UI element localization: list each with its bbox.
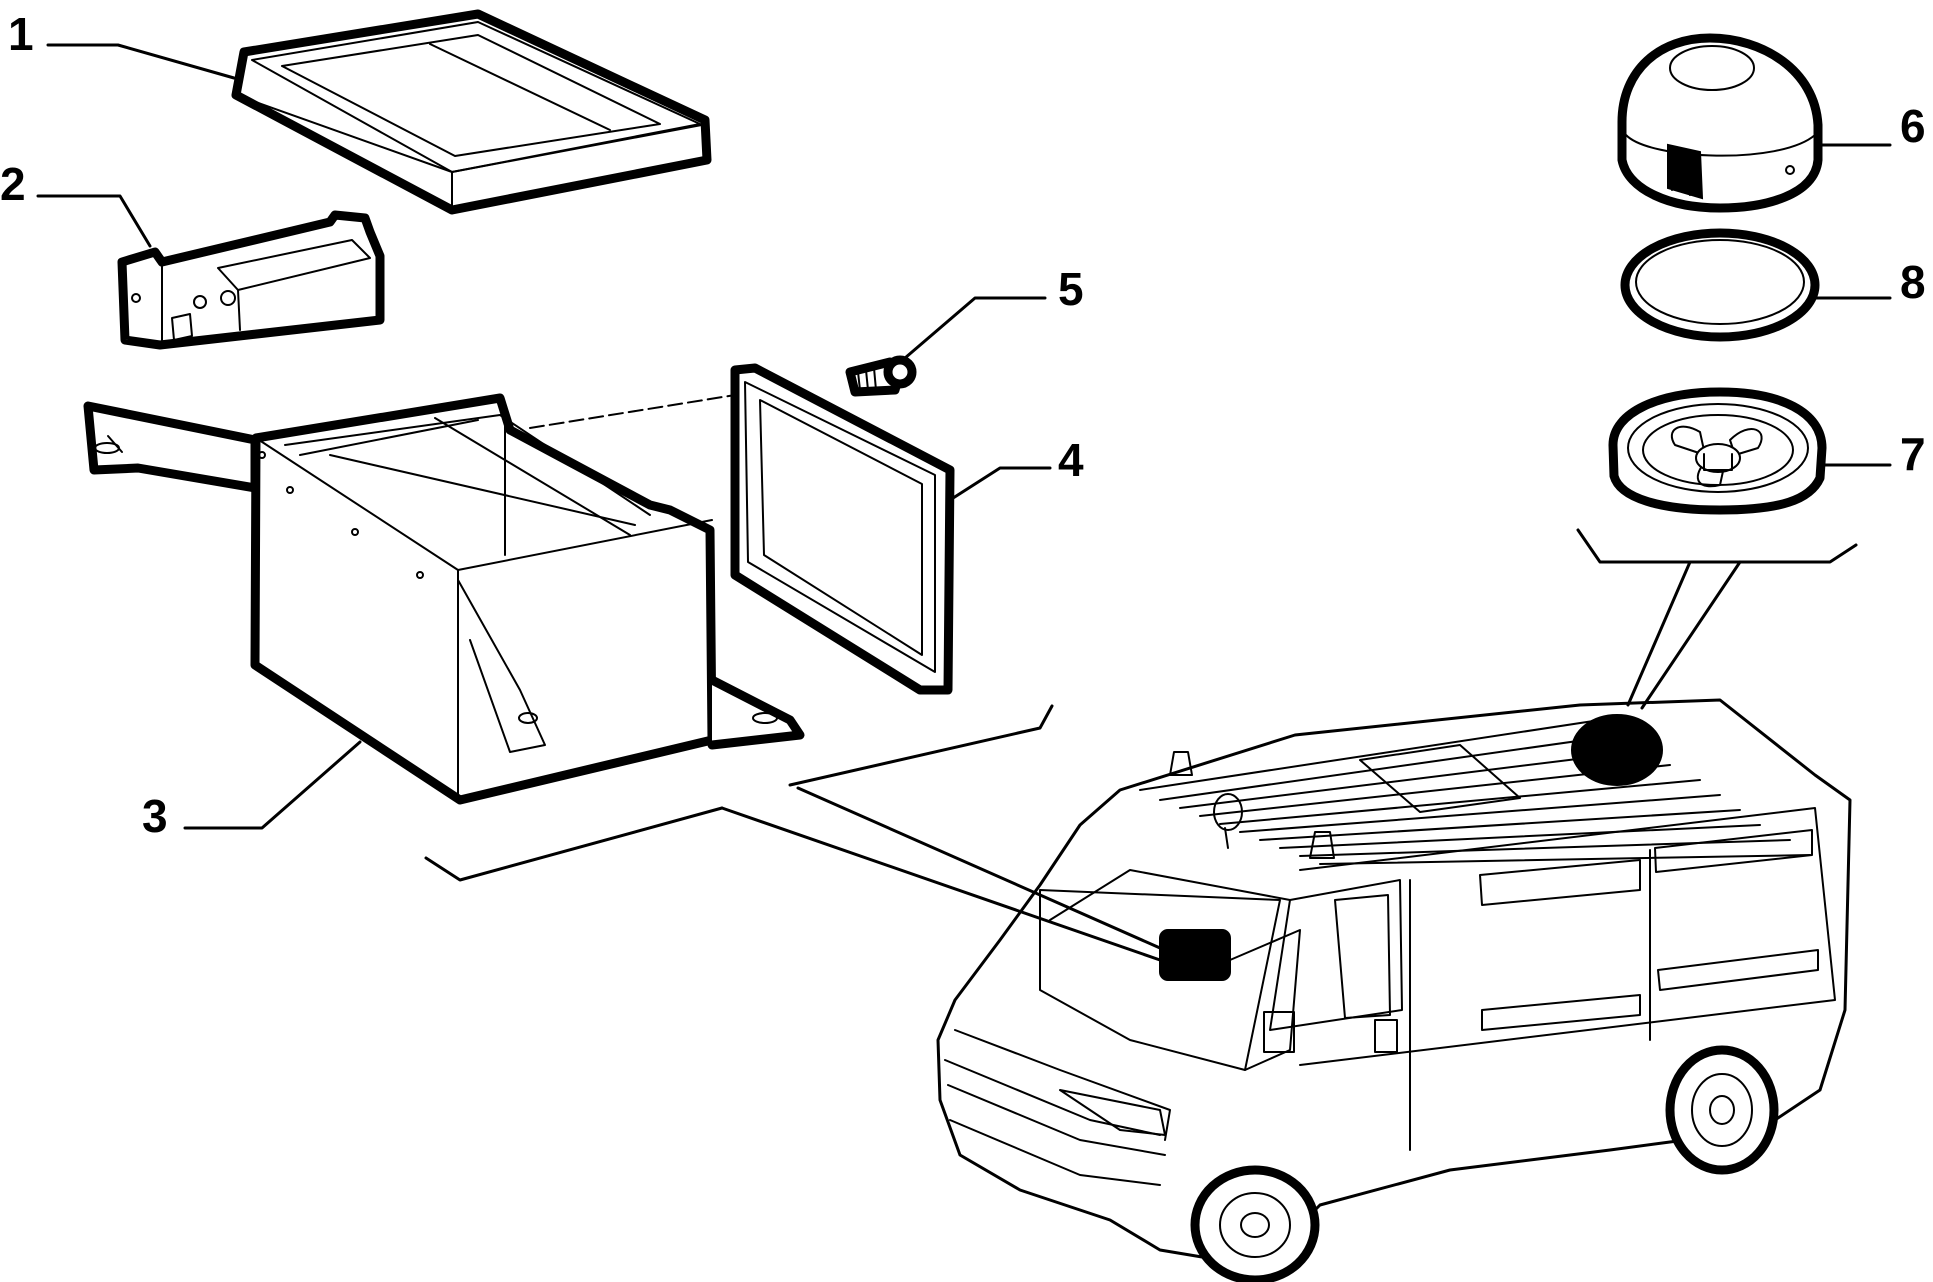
leader-2 [36, 194, 152, 248]
callout-5: 5 [1058, 263, 1084, 315]
leader-5 [903, 296, 1047, 360]
callout-3: 3 [142, 790, 168, 842]
part-1-tray-cover [231, 9, 712, 215]
part-7-roof-vent-fan [1608, 387, 1827, 515]
part-3-battery-box [83, 393, 805, 805]
leader-4 [948, 466, 1052, 502]
callout-8: 8 [1900, 256, 1926, 308]
leader-3 [183, 740, 362, 830]
box-group-bracket [424, 704, 1054, 882]
callout-1: 1 [8, 8, 34, 60]
part-2-bracket [117, 210, 385, 350]
callout-4: 4 [1058, 434, 1084, 486]
part-8-roof-vent-seal [1620, 228, 1820, 342]
part-5-screw [845, 355, 917, 397]
vent-group-bracket [1576, 528, 1858, 564]
leader-1 [46, 43, 236, 80]
callout-2: 2 [0, 158, 26, 210]
callout-6: 6 [1900, 100, 1926, 152]
callout-7: 7 [1900, 428, 1926, 480]
vent-group-leader [1626, 560, 1742, 710]
van-illustration [936, 698, 1852, 1282]
part-4-gasket-frame [730, 363, 955, 695]
box-group-leader [720, 786, 1162, 962]
part-6-roof-vent-cap [1617, 33, 1823, 213]
